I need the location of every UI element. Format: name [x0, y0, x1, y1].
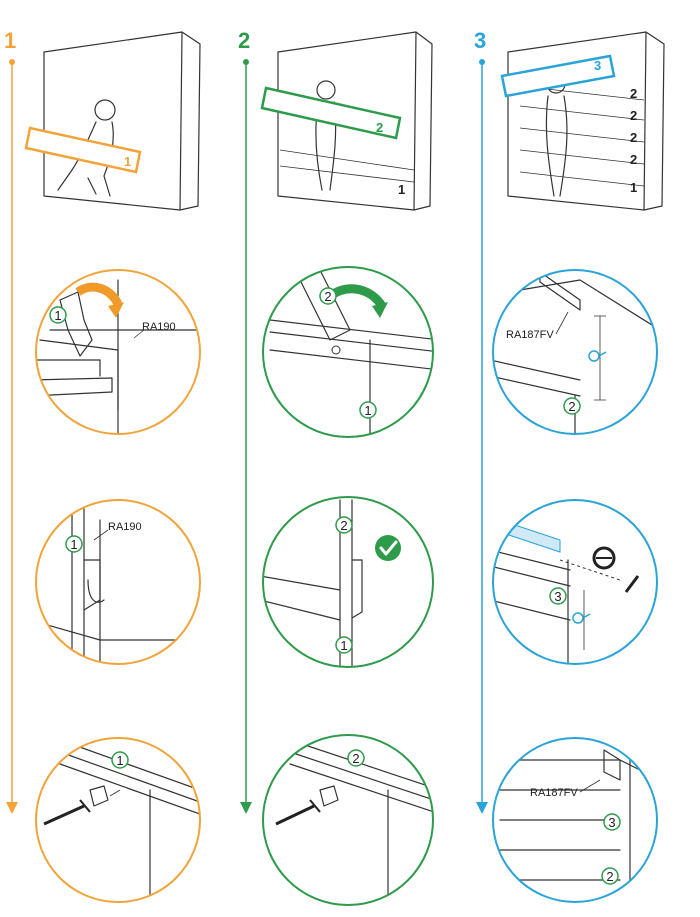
arrow-curved-icon — [327, 284, 386, 309]
part-label: RA190 — [108, 521, 142, 533]
step-3-scene: 2 2 2 2 1 3 — [500, 31, 665, 211]
step-3-detail-2: 3 — [492, 499, 658, 665]
clip-icon — [319, 785, 339, 807]
scene-panel-number: 2 — [630, 152, 637, 167]
badge: 2 — [601, 867, 619, 885]
svg-text:1: 1 — [340, 638, 347, 653]
screw-icon — [275, 799, 321, 826]
step-1-scene: 1 — [24, 31, 201, 211]
step-3-number: 3 — [474, 28, 486, 53]
clip-icon — [89, 785, 109, 807]
badge: 1 — [335, 636, 353, 654]
svg-text:1: 1 — [364, 403, 371, 418]
step-1-detail-2: 1 RA190 — [35, 499, 201, 665]
spirit-level-icon — [592, 546, 616, 570]
badge: 1 — [111, 751, 129, 769]
badge: 2 — [347, 749, 365, 767]
screw-icon — [43, 799, 91, 826]
svg-text:2: 2 — [606, 869, 613, 884]
check-icon — [375, 535, 401, 561]
svg-text:2: 2 — [324, 289, 331, 304]
step-3-detail-1: RA187FV 2 — [492, 269, 658, 435]
svg-text:1: 1 — [54, 308, 61, 323]
step-2-number: 2 — [238, 28, 250, 53]
part-label: RA190 — [142, 321, 176, 333]
step-2: 2 1 2 — [238, 28, 434, 906]
step-1: 1 1 — [4, 28, 201, 903]
scene-panel-number: 2 — [630, 130, 637, 145]
part-label: RA187FV — [530, 787, 578, 799]
arrow-curved-icon — [75, 282, 123, 307]
scene-panel-number: 1 — [398, 182, 405, 197]
badge: 1 — [49, 306, 67, 324]
step-2-panel-board — [260, 86, 402, 140]
step-1-detail-3: 1 — [35, 737, 201, 903]
badge: 3 — [549, 587, 567, 605]
scene-panel-number: 2 — [630, 86, 637, 101]
step-3-panel-board — [500, 54, 616, 98]
svg-text:2: 2 — [340, 518, 347, 533]
step-2-panel-label: 2 — [376, 120, 383, 135]
step-1-panel-board — [24, 126, 142, 174]
tape-measure-icon — [588, 350, 607, 362]
badge: 2 — [563, 397, 581, 415]
scene-panel-number: 1 — [630, 180, 637, 195]
svg-text:3: 3 — [554, 589, 561, 604]
step-2-detail-1: 2 1 — [262, 266, 434, 438]
svg-text:1: 1 — [70, 537, 77, 552]
badge: 2 — [335, 516, 353, 534]
pencil-icon — [624, 575, 640, 593]
badge: 3 — [603, 813, 621, 831]
step-2-detail-3: 2 — [262, 734, 434, 906]
step-1-detail-1: 1 RA190 — [35, 269, 201, 435]
scene-panel-number: 2 — [630, 108, 637, 123]
step-2-scene: 1 2 — [260, 31, 433, 211]
step-1-panel-label: 1 — [124, 154, 131, 169]
part-label: RA187FV — [506, 329, 554, 341]
step-1-number: 1 — [4, 28, 16, 53]
badge: 1 — [65, 535, 83, 553]
step-2-detail-2: 2 1 — [262, 496, 434, 668]
svg-text:3: 3 — [608, 815, 615, 830]
step-3-detail-3: RA187FV 3 2 — [492, 737, 658, 903]
badge: 2 — [319, 287, 337, 305]
svg-text:2: 2 — [352, 751, 359, 766]
svg-text:1: 1 — [116, 753, 123, 768]
badge: 1 — [359, 401, 377, 419]
tape-measure-icon — [572, 612, 591, 624]
step-3: 3 2 2 2 2 1 3 — [474, 28, 665, 903]
step-3-panel-label: 3 — [594, 58, 601, 73]
svg-text:2: 2 — [568, 399, 575, 414]
